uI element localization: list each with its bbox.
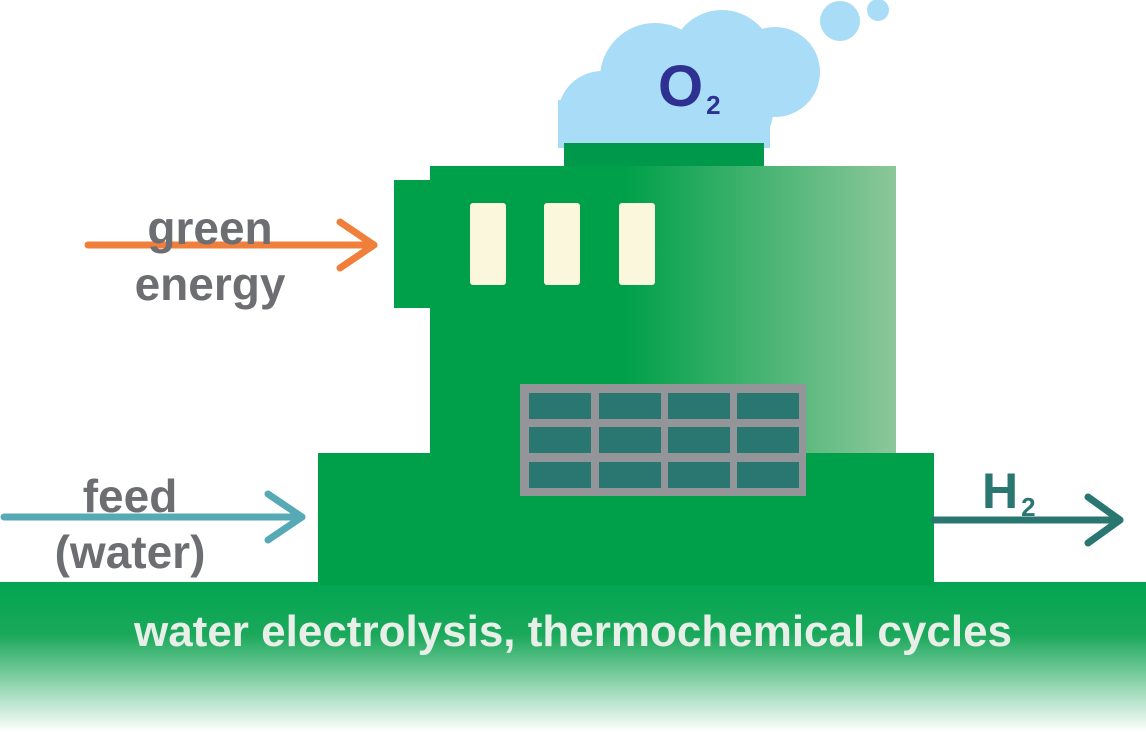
cloud-icon (558, 0, 889, 159)
ground-strip (0, 582, 1146, 732)
hydrogen-subscript: 2 (1021, 492, 1036, 522)
feed-arrow-icon (0, 490, 306, 544)
feed-line-1: feed (82, 470, 178, 522)
h2-arrow-icon (930, 493, 1124, 547)
solar-panel-icon (520, 384, 806, 496)
green-energy-line-2: energy (134, 258, 286, 310)
window-3 (619, 203, 655, 285)
green-energy-label: green energy (100, 200, 320, 312)
hydrogen-symbol: H (982, 463, 1019, 519)
oxygen-symbol: O (658, 54, 704, 119)
green-energy-line-1: green (147, 202, 273, 254)
oxygen-subscript: 2 (706, 90, 721, 120)
window-1 (470, 203, 506, 285)
energy-arrow-icon (84, 218, 378, 272)
process-caption: water electrolysis, thermochemical cycle… (133, 607, 1013, 656)
window-2 (544, 203, 580, 285)
building-left-ledge (394, 180, 474, 308)
factory-icon (318, 143, 934, 585)
feed-water-label: feed (water) (30, 468, 230, 580)
feed-line-2: (water) (54, 526, 206, 578)
